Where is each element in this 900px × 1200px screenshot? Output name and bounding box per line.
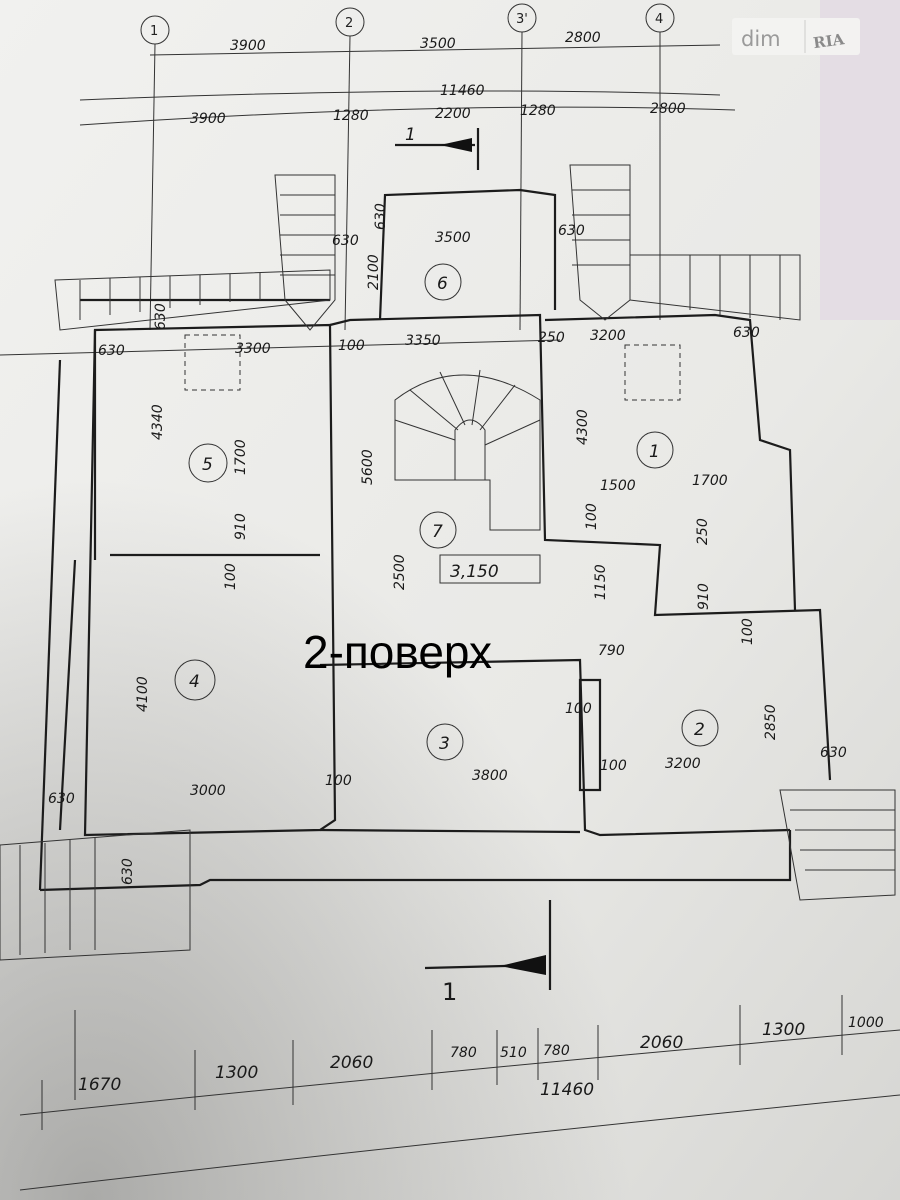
dimension: 1150 — [593, 564, 609, 600]
dimension: 4100 — [135, 676, 151, 712]
dimension: 3500 — [435, 230, 471, 246]
dimension: 510 — [500, 1045, 527, 1061]
dimension: 630 — [373, 203, 389, 230]
dimension: 630 — [98, 343, 125, 359]
dimension: 3350 — [405, 333, 441, 349]
section-label: 1 — [442, 978, 457, 1006]
dimension: 100 — [338, 338, 365, 354]
axis-label: 1 — [150, 24, 158, 39]
dimension: 790 — [598, 643, 625, 659]
dimension: 2800 — [650, 101, 686, 117]
dimension: 4300 — [575, 409, 591, 445]
stairs — [0, 164, 896, 961]
dimension: 780 — [543, 1043, 570, 1059]
floor-title: 2-поверх — [303, 626, 492, 678]
room-number: 1 — [649, 442, 660, 462]
dimension: 630 — [558, 223, 585, 239]
dimension: 2200 — [435, 106, 471, 122]
dimension: 630 — [120, 858, 136, 885]
dimension: 100 — [584, 503, 600, 530]
walls — [38, 188, 832, 892]
dimension: 250 — [695, 518, 711, 545]
dimension: 100 — [223, 563, 239, 590]
dimension: 3800 — [472, 768, 508, 784]
dimension: 2060 — [640, 1033, 683, 1053]
dimension-lines — [0, 44, 900, 1191]
axis-label: 2 — [345, 16, 353, 31]
svg-text:RIA: RIA — [812, 30, 846, 52]
dimension: 630 — [733, 325, 760, 341]
dimension: 2850 — [763, 704, 779, 740]
dimension: 5600 — [360, 449, 376, 485]
dimension-total: 11460 — [440, 83, 485, 99]
dimension: 100 — [600, 758, 627, 774]
room-markers: 1 2 3 4 5 6 7 — [174, 263, 719, 761]
room-number: 6 — [437, 274, 448, 294]
room-number: 5 — [202, 455, 213, 475]
dimension: 3200 — [665, 756, 701, 772]
axis-label: 4 — [655, 12, 663, 27]
room-number: 2 — [694, 720, 705, 740]
dimension: 2500 — [392, 554, 408, 590]
dimension: 250 — [538, 330, 565, 346]
dimension: 630 — [48, 791, 75, 807]
level-mark: 3,150 — [450, 562, 499, 582]
dimension: 1670 — [78, 1075, 121, 1095]
dimension: 100 — [325, 773, 352, 789]
dimension: 1280 — [520, 103, 556, 119]
watermark-logo: dim RIA — [732, 18, 860, 55]
dimension: 3500 — [420, 36, 456, 52]
dimension: 3200 — [590, 328, 626, 344]
dimension: 3900 — [230, 38, 266, 54]
section-mark-top: 1 — [395, 125, 480, 170]
section-mark-bottom: 1 — [424, 900, 552, 1006]
dimension: 630 — [820, 745, 847, 761]
dimension: 1280 — [333, 108, 369, 124]
dimension: 1300 — [762, 1020, 805, 1040]
dimension: 1000 — [848, 1015, 884, 1031]
dimension: 1300 — [215, 1063, 258, 1083]
dimension: 3300 — [235, 341, 271, 357]
dimension: 780 — [450, 1045, 477, 1061]
dimension: 1500 — [600, 478, 636, 494]
svg-text:dim: dim — [741, 27, 781, 51]
dimension: 100 — [565, 701, 592, 717]
room-dimensions: 630 630 3500 2100 630 630 630 3300 100 3… — [48, 203, 847, 885]
section-label: 1 — [405, 125, 416, 145]
dimension: 2100 — [366, 254, 382, 290]
dimension: 1700 — [692, 473, 728, 489]
dimension: 1700 — [233, 439, 249, 475]
axis-label: 3' — [516, 12, 528, 27]
dimension: 2800 — [565, 30, 601, 46]
dimension: 3900 — [190, 111, 226, 127]
dimension: 4340 — [150, 404, 166, 440]
room-number: 3 — [439, 734, 450, 754]
room-number: 4 — [189, 672, 200, 692]
dimension: 910 — [696, 583, 712, 610]
bottom-dimensions: 1670 1300 2060 780 510 780 2060 1300 100… — [41, 995, 884, 1130]
room-number: 7 — [432, 522, 443, 542]
dimension: 100 — [740, 618, 756, 645]
dimension: 910 — [233, 513, 249, 540]
dimension: 630 — [332, 233, 359, 249]
dimension: 2060 — [330, 1053, 373, 1073]
dimension-total: 11460 — [540, 1080, 594, 1100]
dimension: 3000 — [190, 783, 226, 799]
dimension: 630 — [153, 303, 169, 330]
